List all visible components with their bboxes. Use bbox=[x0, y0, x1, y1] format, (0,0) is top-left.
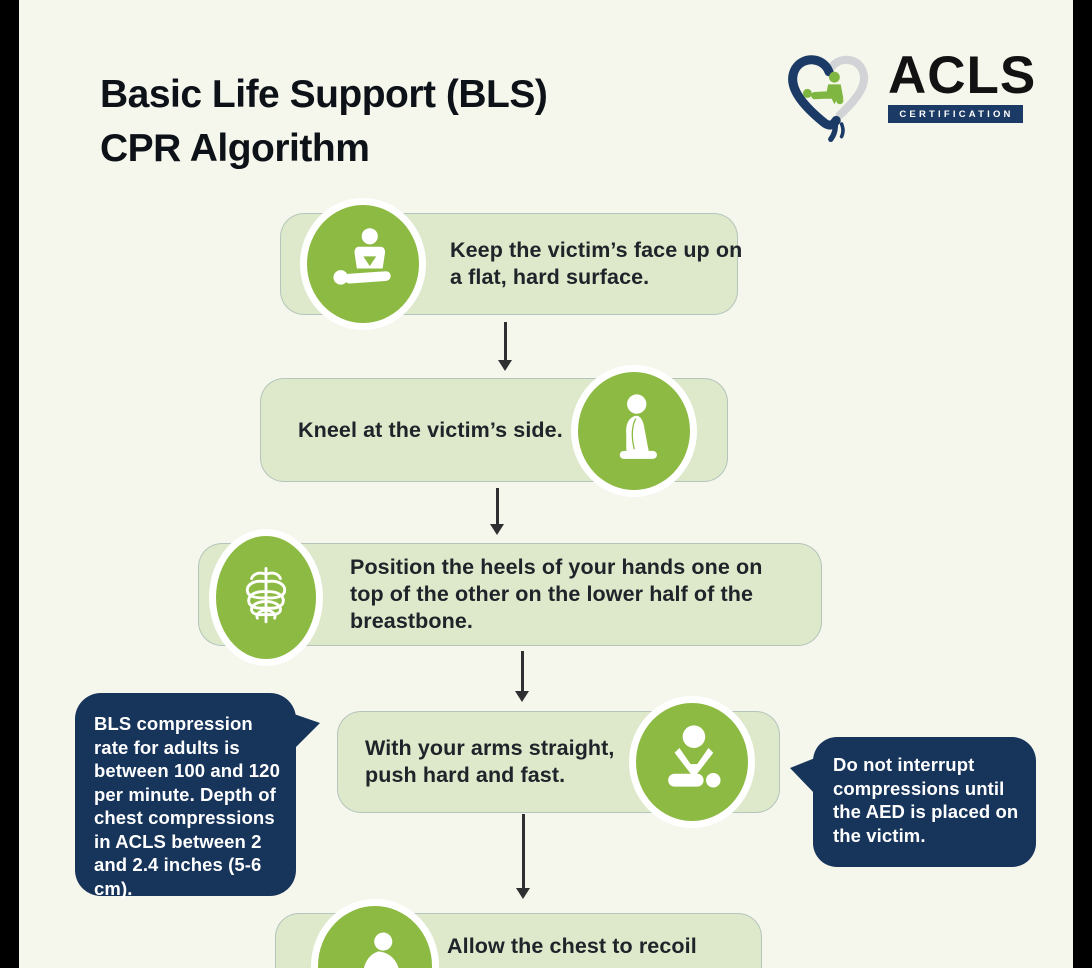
heart-cpr-icon bbox=[788, 55, 869, 142]
kneeling-person-icon bbox=[619, 393, 657, 459]
logo-tagline-bar: CERTIFICATION bbox=[888, 105, 1023, 123]
flow-arrow-2 bbox=[496, 488, 499, 526]
callout-compression-rate: BLS compression rate for adults is betwe… bbox=[75, 693, 296, 899]
callout-right-tail bbox=[790, 758, 815, 794]
ribcage-icon bbox=[245, 567, 287, 624]
logo-wordmark: ACLS CERTIFICATION bbox=[888, 46, 1037, 123]
chest-compression-icon bbox=[667, 724, 721, 787]
callout-left-tail bbox=[294, 714, 320, 749]
step-badge-1 bbox=[300, 198, 426, 330]
step-text-4: With your arms straight, push hard and f… bbox=[365, 736, 615, 787]
page-title-line1: Basic Life Support (BLS) bbox=[100, 73, 548, 116]
callout-aed-warning: Do not interrupt compressions until the … bbox=[813, 737, 1036, 867]
page-title: Basic Life Support (BLS) CPR Algorithm bbox=[100, 68, 660, 176]
callout-aed-warning-text: Do not interrupt compressions until the … bbox=[833, 754, 1019, 846]
left-frame-band bbox=[0, 0, 19, 968]
page-title-line2: CPR Algorithm bbox=[100, 127, 370, 170]
step-text-3: Position the heels of your hands one on … bbox=[350, 555, 763, 633]
step-badge-4 bbox=[629, 696, 755, 828]
step-badge-3 bbox=[209, 529, 323, 666]
flow-arrow-4 bbox=[522, 814, 525, 890]
step-text-5: Allow the chest to recoil bbox=[447, 933, 697, 958]
step-text-2: Kneel at the victim’s side. bbox=[298, 417, 563, 442]
acls-logo: ACLS CERTIFICATION bbox=[784, 46, 1037, 144]
logo-brand-text: ACLS bbox=[888, 46, 1037, 105]
step-text-1: Keep the victim’s face up on a flat, har… bbox=[450, 238, 743, 289]
step-badge-5 bbox=[311, 899, 439, 968]
flow-arrow-3 bbox=[521, 651, 524, 693]
flow-arrow-1 bbox=[504, 322, 507, 362]
step-badge-2 bbox=[571, 365, 697, 497]
bending-person-icon bbox=[363, 932, 399, 968]
cpr-figure bbox=[802, 71, 844, 105]
callout-compression-rate-text: BLS compression rate for adults is betwe… bbox=[94, 713, 280, 899]
cpr-victim-flat-icon bbox=[333, 227, 391, 285]
right-frame-band bbox=[1073, 0, 1092, 968]
